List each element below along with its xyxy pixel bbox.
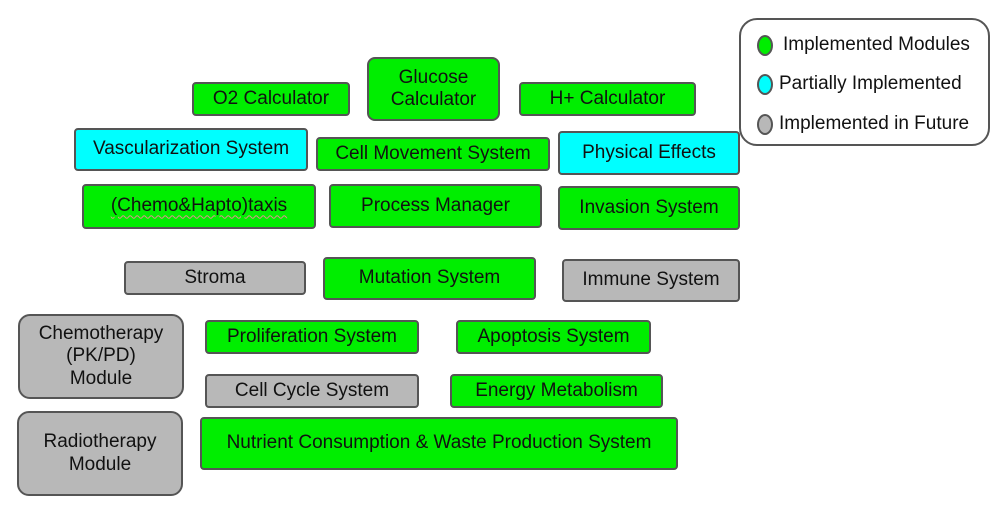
cell-movement-system-box: Cell Movement System: [316, 137, 550, 171]
gray-dot-icon: [757, 113, 773, 135]
energy-metabolism-box: Energy Metabolism: [450, 374, 663, 408]
green-dot-icon: [757, 34, 773, 56]
legend-label-implemented: Implemented Modules: [783, 34, 970, 55]
radiotherapy-module-box: Radiotherapy Module: [17, 411, 183, 496]
mutation-system-box: Mutation System: [323, 257, 536, 300]
chemo-hapto-taxis-label: (Chemo&Hapto)taxis: [110, 195, 288, 217]
proliferation-system-box: Proliferation System: [205, 320, 419, 354]
invasion-system-box: Invasion System: [558, 186, 740, 230]
stroma-box: Stroma: [124, 261, 306, 295]
legend-label-future: Implemented in Future: [779, 113, 970, 134]
process-manager-box: Process Manager: [329, 184, 542, 228]
legend: Implemented Modules Partially Implemente…: [739, 18, 990, 146]
legend-row-future: Implemented in Future: [757, 113, 969, 135]
immune-system-box: Immune System: [562, 259, 740, 302]
h-calculator-box: H+ Calculator: [519, 82, 696, 116]
chemo-hapto-taxis-box: (Chemo&Hapto)taxis: [82, 184, 316, 229]
glucose-calculator-box: Glucose Calculator: [367, 57, 500, 121]
cell-cycle-system-box: Cell Cycle System: [205, 374, 419, 408]
o2-calculator-box: O2 Calculator: [192, 82, 350, 116]
chemotherapy-module-box: Chemotherapy (PK/PD) Module: [18, 314, 184, 399]
nutrient-consumption-box: Nutrient Consumption & Waste Production …: [200, 417, 678, 470]
legend-row-implemented: Implemented Modules: [757, 34, 970, 56]
physical-effects-box: Physical Effects: [558, 131, 740, 175]
vascularization-system-box: Vascularization System: [74, 128, 308, 171]
legend-row-partial: Partially Implemented: [757, 73, 962, 95]
apoptosis-system-box: Apoptosis System: [456, 320, 651, 354]
cyan-dot-icon: [757, 73, 773, 95]
legend-label-partial: Partially Implemented: [779, 73, 962, 94]
